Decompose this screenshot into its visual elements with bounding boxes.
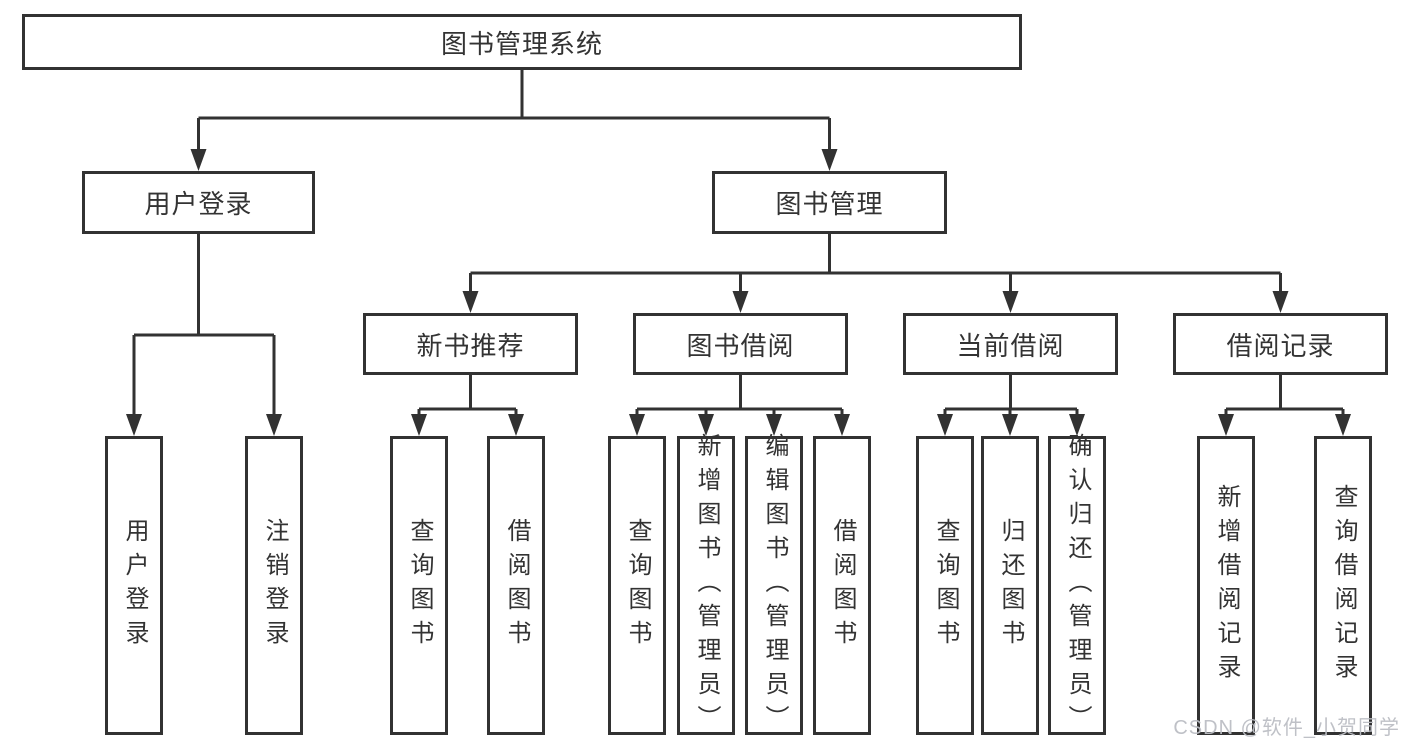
leaf-add-borrow-record-label: 新增借阅记录 — [1213, 483, 1240, 688]
node-borrowing-records: 借阅记录 — [1173, 313, 1388, 375]
leaf-logout-label: 注销登录 — [261, 517, 288, 654]
node-new-book-recommend-label: 新书推荐 — [416, 330, 525, 361]
node-user-login-label: 用户登录 — [144, 189, 253, 219]
leaf-return-books: 归还图书 — [981, 436, 1039, 735]
node-book-borrowing: 图书借阅 — [633, 313, 848, 375]
node-book-management-label: 图书管理 — [775, 189, 884, 219]
node-current-borrowing: 当前借阅 — [903, 313, 1118, 375]
leaf-query-borrow-record: 查询借阅记录 — [1314, 436, 1372, 735]
leaf-borrow-books-label: 借阅图书 — [829, 517, 856, 654]
leaf-edit-books-admin-label: 编辑图书（管理员） — [761, 432, 788, 739]
leaf-borrow-books: 借阅图书 — [813, 436, 871, 735]
node-current-borrowing-label: 当前借阅 — [956, 330, 1065, 361]
leaf-logout: 注销登录 — [245, 436, 303, 735]
leaf-query-books-borrowing: 查询图书 — [608, 436, 666, 735]
node-user-login: 用户登录 — [82, 171, 315, 234]
leaf-query-borrow-record-label: 查询借阅记录 — [1330, 483, 1357, 688]
node-library-system-label: 图书管理系统 — [440, 28, 603, 59]
leaf-add-books-admin-label: 新增图书（管理员） — [693, 432, 720, 739]
leaf-query-books-current-label: 查询图书 — [932, 517, 959, 654]
node-library-system: 图书管理系统 — [22, 14, 1022, 70]
leaf-add-borrow-record: 新增借阅记录 — [1197, 436, 1255, 735]
leaf-add-books-admin: 新增图书（管理员） — [677, 433, 735, 739]
node-book-management: 图书管理 — [712, 171, 947, 234]
leaf-borrow-books-recommend: 借阅图书 — [487, 436, 545, 735]
node-borrowing-records-label: 借阅记录 — [1226, 330, 1335, 361]
leaf-confirm-return-admin-label: 确认归还（管理员） — [1064, 432, 1091, 739]
leaf-query-books-recommend: 查询图书 — [390, 436, 448, 735]
leaf-confirm-return-admin: 确认归还（管理员） — [1048, 433, 1106, 739]
node-book-borrowing-label: 图书借阅 — [686, 330, 795, 361]
leaf-user-login: 用户登录 — [105, 436, 163, 735]
leaf-query-books-current: 查询图书 — [916, 436, 974, 735]
leaf-edit-books-admin: 编辑图书（管理员） — [745, 433, 803, 739]
leaf-query-books-borrowing-label: 查询图书 — [624, 517, 651, 654]
leaf-return-books-label: 归还图书 — [997, 517, 1024, 654]
node-new-book-recommend: 新书推荐 — [363, 313, 578, 375]
leaf-borrow-books-recommend-label: 借阅图书 — [503, 517, 530, 654]
leaf-user-login-label: 用户登录 — [121, 517, 148, 654]
leaf-query-books-recommend-label: 查询图书 — [406, 517, 433, 654]
